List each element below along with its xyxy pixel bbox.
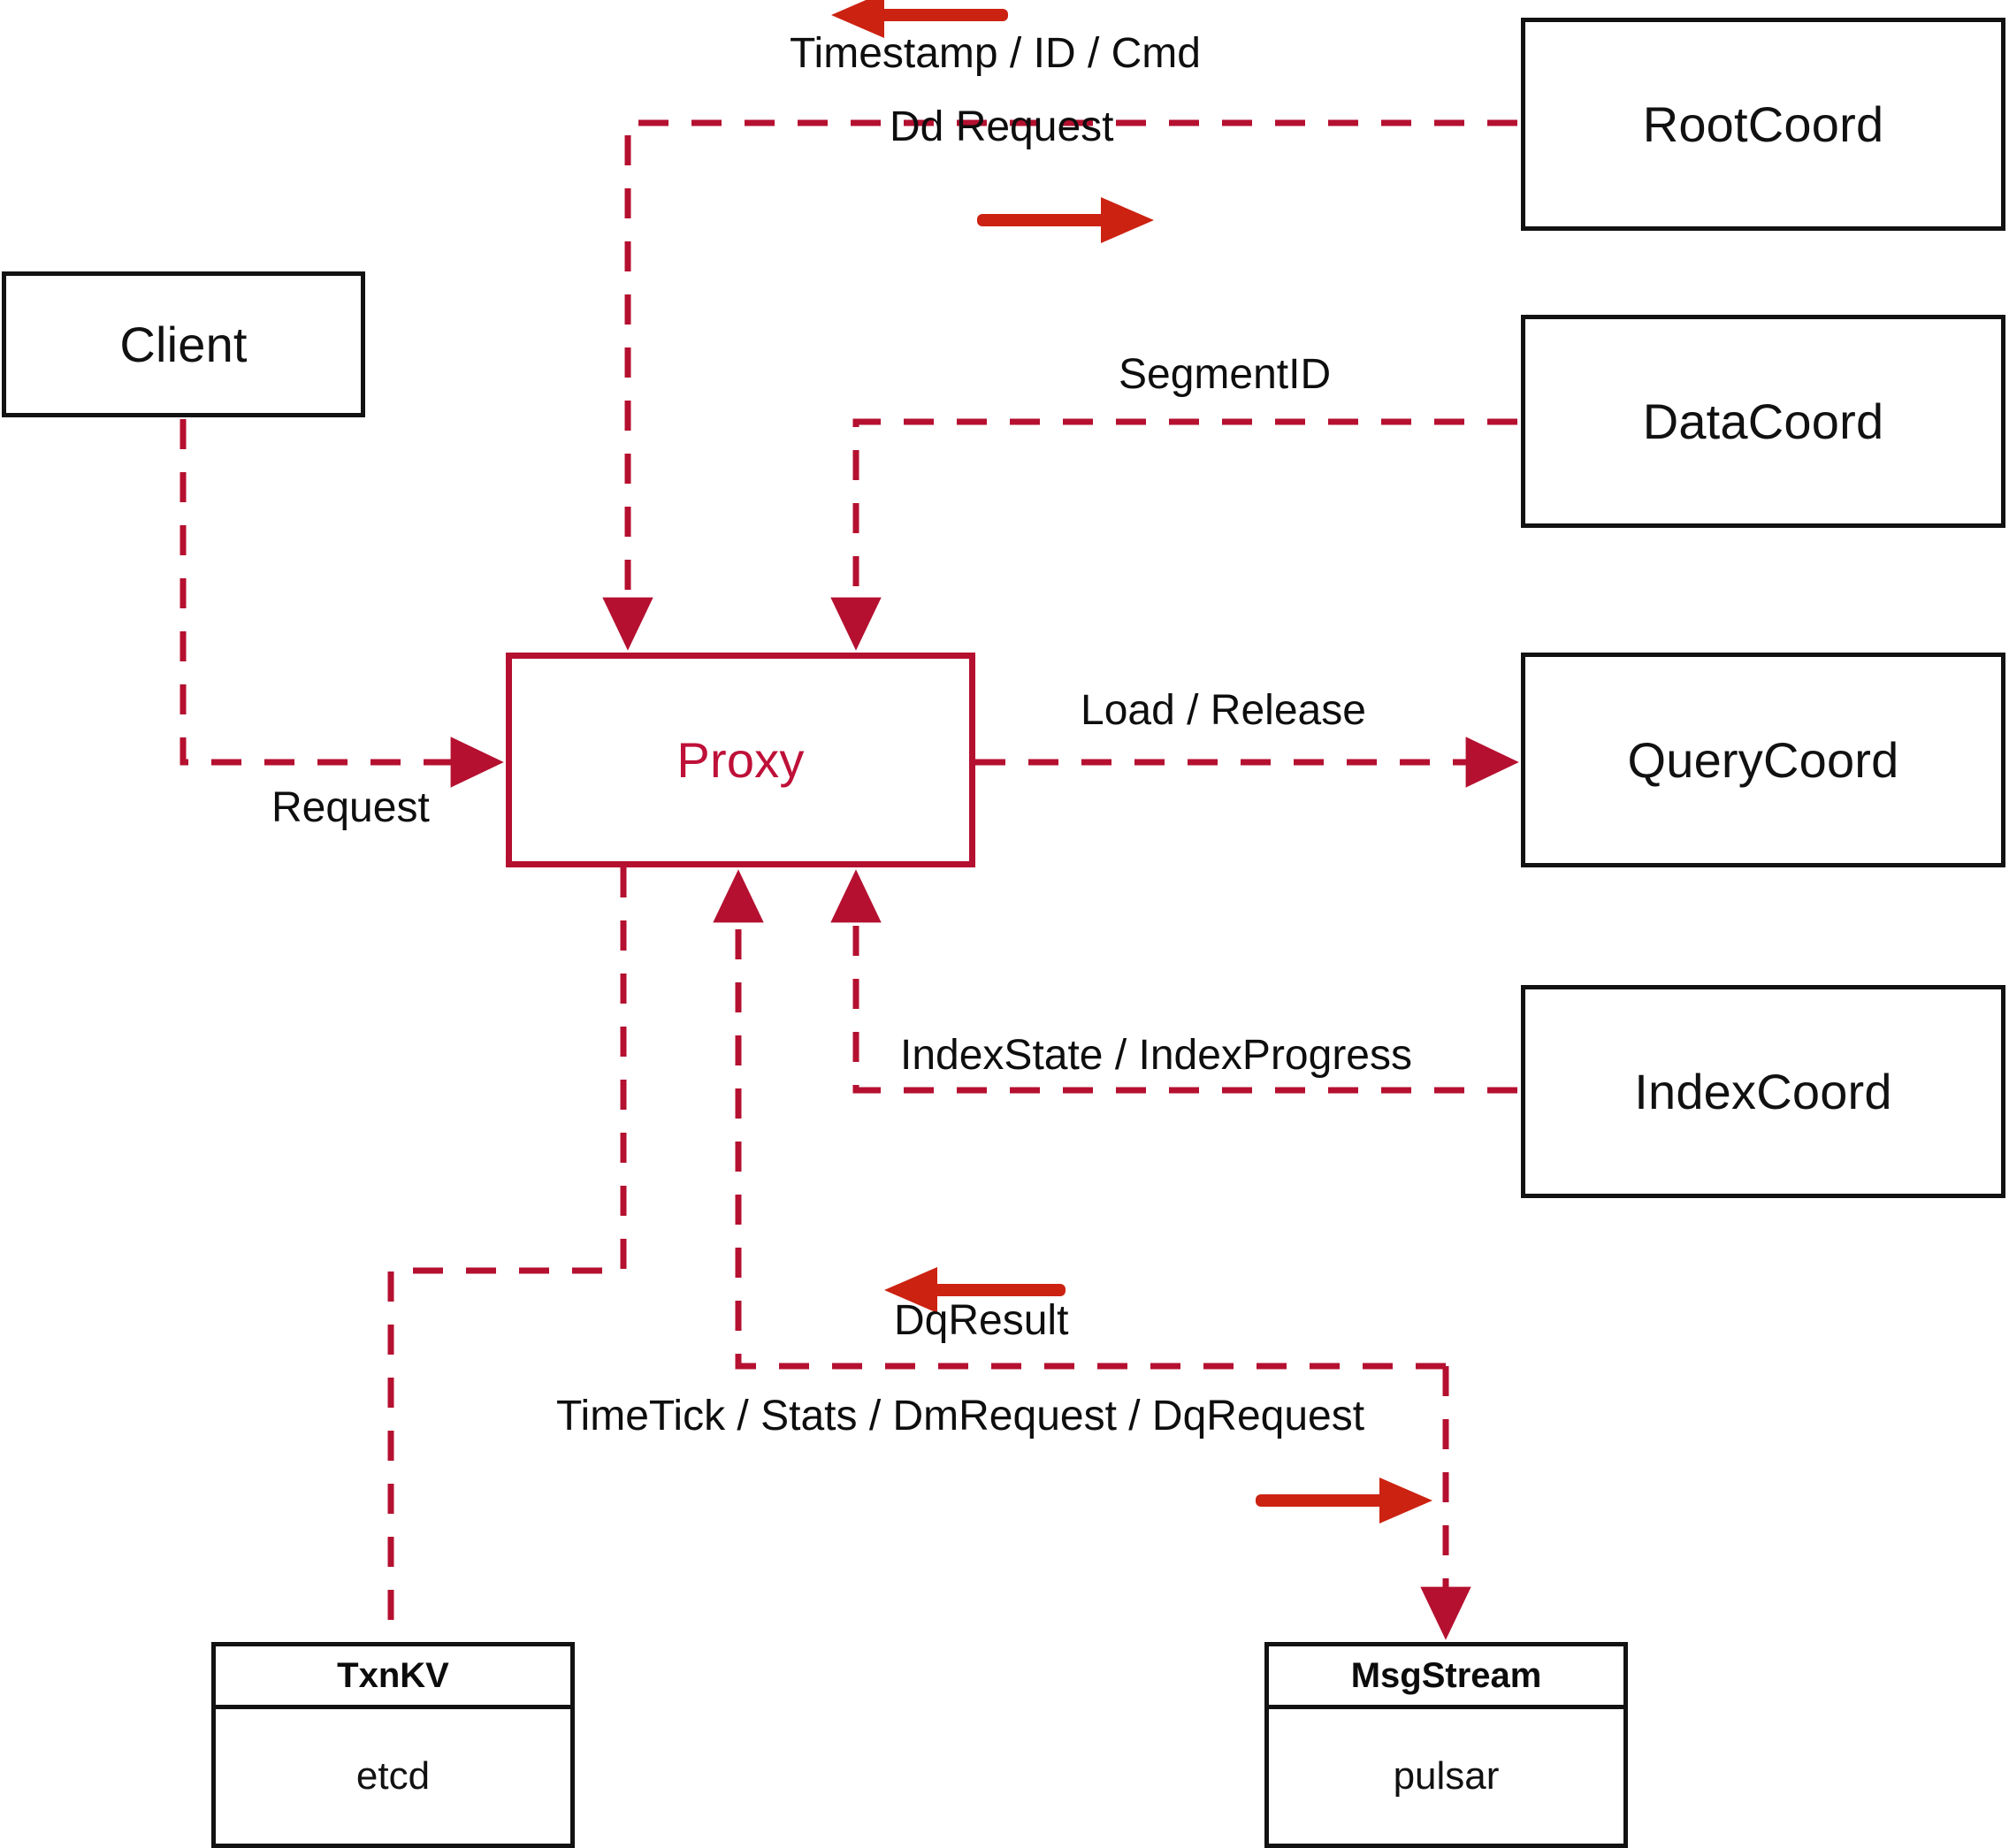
wire-datacoord-to-proxy: [830, 418, 1517, 651]
decor-arrow-left-dqresult: [884, 1267, 1066, 1313]
edge-label-index-state: IndexState / IndexProgress: [900, 1032, 1412, 1079]
edge-label-load-release: Load / Release: [1081, 687, 1366, 734]
node-client[interactable]: Client: [2, 271, 365, 417]
wire-rootcoord-to-proxy: [602, 119, 1517, 651]
node-querycoord-label: QueryCoord: [1627, 732, 1899, 788]
wire-client-to-proxy: [180, 419, 504, 788]
node-proxy-label: Proxy: [676, 732, 805, 788]
edge-label-timestamp-id-cmd: Timestamp / ID / Cmd: [790, 30, 1201, 77]
edge-label-dd-request: Dd Request: [890, 103, 1114, 150]
node-txnkv[interactable]: TxnKV etcd: [211, 1642, 575, 1848]
node-proxy[interactable]: Proxy: [506, 653, 975, 867]
node-datacoord[interactable]: DataCoord: [1521, 315, 2005, 528]
decor-arrow-right-ddrequest: [977, 197, 1154, 243]
wire-msgstream-to-proxy: [713, 869, 1446, 1370]
edge-label-dq-result: DqResult: [894, 1297, 1069, 1344]
node-indexcoord-label: IndexCoord: [1634, 1064, 1892, 1119]
node-msgstream-header: MsgStream: [1269, 1646, 1623, 1709]
node-querycoord[interactable]: QueryCoord: [1521, 653, 2005, 867]
wire-proxy-to-txnkv: [387, 867, 627, 1642]
edge-label-segment-id: SegmentID: [1119, 351, 1332, 398]
node-txnkv-body: etcd: [355, 1754, 431, 1798]
decor-arrow-right-dqrequest: [1256, 1478, 1432, 1523]
decor-arrows: [831, 0, 1432, 1523]
node-txnkv-header: TxnKV: [216, 1646, 570, 1709]
decor-arrow-left-timestamp: [831, 0, 1008, 38]
node-indexcoord[interactable]: IndexCoord: [1521, 985, 2005, 1198]
node-client-label: Client: [119, 317, 248, 372]
node-msgstream-body: pulsar: [1393, 1754, 1500, 1798]
node-rootcoord[interactable]: RootCoord: [1521, 18, 2005, 231]
wire-indexcoord-to-proxy: [830, 869, 1517, 1094]
edge-label-timetick-stats: TimeTick / Stats / DmRequest / DqRequest: [556, 1393, 1365, 1439]
edge-label-request: Request: [271, 784, 430, 831]
node-datacoord-label: DataCoord: [1642, 393, 1884, 449]
node-msgstream[interactable]: MsgStream pulsar: [1264, 1642, 1628, 1848]
node-rootcoord-label: RootCoord: [1642, 96, 1884, 152]
